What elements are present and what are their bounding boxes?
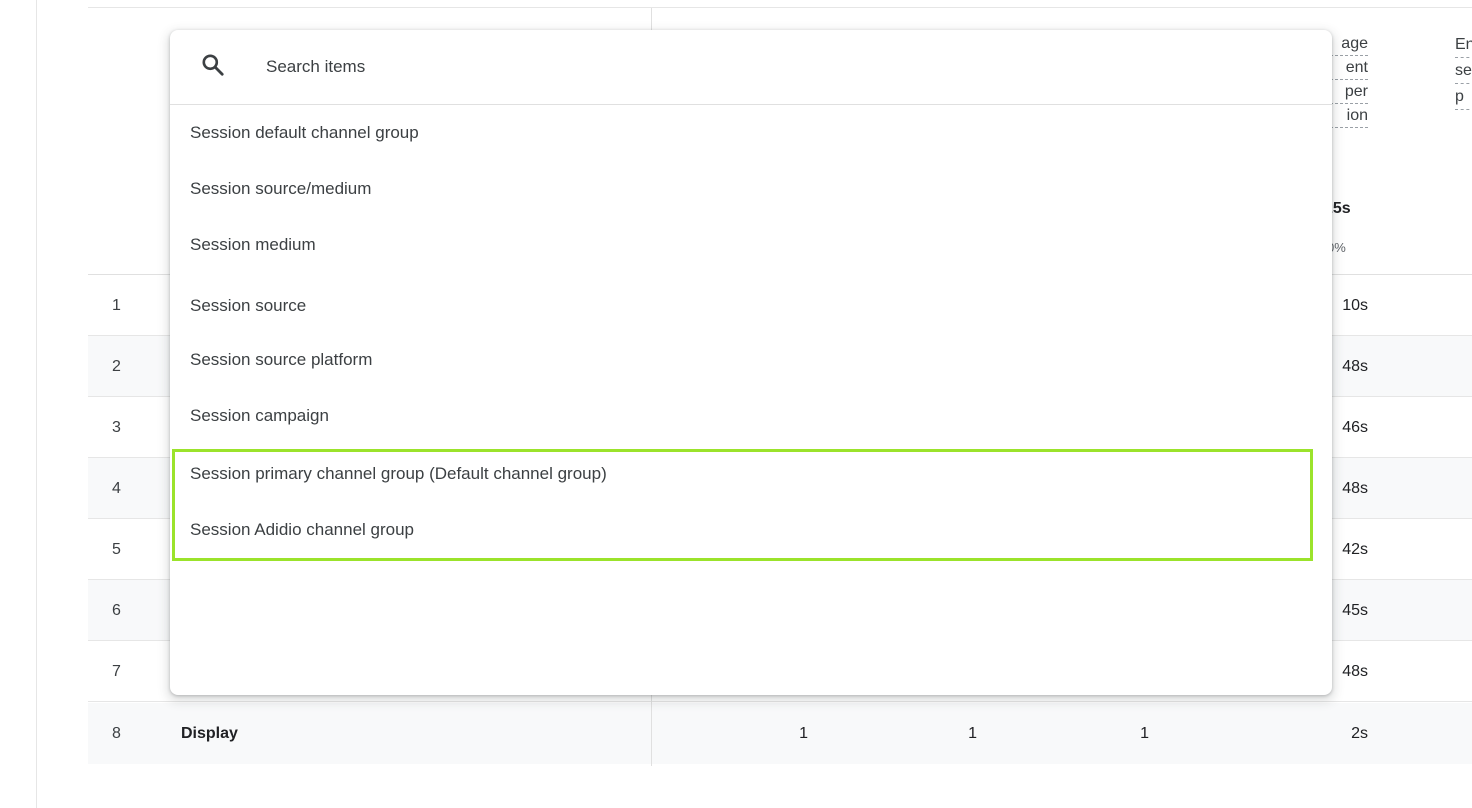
avg-engagement-cell: 48s bbox=[1342, 358, 1368, 375]
dropdown-item-session-adidio-channel-group[interactable]: Session Adidio channel group bbox=[190, 520, 414, 539]
search-bar bbox=[170, 30, 1332, 105]
column-header-engaged-sessions[interactable]: En se p bbox=[1455, 32, 1472, 110]
row-number: 3 bbox=[112, 419, 121, 436]
table-top-rule bbox=[88, 7, 1472, 8]
header-line: En bbox=[1455, 32, 1472, 58]
row-number: 7 bbox=[112, 663, 121, 680]
table-row[interactable]: 7 48s bbox=[88, 641, 1472, 702]
dropdown-item-session-source-platform[interactable]: Session source platform bbox=[190, 350, 373, 369]
row-number: 1 bbox=[112, 297, 121, 314]
avg-engagement-cell: 46s bbox=[1342, 419, 1368, 436]
avg-engagement-cell: 42s bbox=[1342, 541, 1368, 558]
row-number: 8 bbox=[112, 725, 121, 742]
header-line: ent bbox=[1320, 56, 1368, 80]
row-number: 5 bbox=[112, 541, 121, 558]
column-header-avg-engagement[interactable]: age ent per ion bbox=[1320, 32, 1368, 128]
dropdown-item-session-source-medium[interactable]: Session source/medium bbox=[190, 179, 372, 198]
dropdown-item-session-campaign[interactable]: Session campaign bbox=[190, 406, 329, 425]
dropdown-item-session-medium[interactable]: Session medium bbox=[190, 235, 316, 254]
table-row[interactable]: 8 Display 1 1 1 2s bbox=[88, 703, 1472, 764]
avg-engagement-cell: 10s bbox=[1342, 297, 1368, 314]
engaged-sessions-cell: 1 bbox=[968, 725, 977, 742]
avg-engagement-cell: 45s bbox=[1342, 602, 1368, 619]
header-line: p bbox=[1455, 84, 1472, 110]
avg-engagement-cell: 48s bbox=[1342, 663, 1368, 680]
row-number: 2 bbox=[112, 358, 121, 375]
dropdown-item-session-primary-channel-group[interactable]: Session primary channel group (Default c… bbox=[190, 464, 607, 483]
dropdown-item-session-default-channel-group[interactable]: Session default channel group bbox=[190, 123, 419, 142]
header-line: per bbox=[1320, 80, 1368, 104]
header-line: se bbox=[1455, 58, 1472, 84]
search-input[interactable] bbox=[266, 50, 1066, 84]
users-cell: 1 bbox=[1140, 725, 1149, 742]
header-line: ion bbox=[1320, 104, 1368, 128]
channel-name-cell[interactable]: Display bbox=[181, 725, 238, 742]
left-panel-divider bbox=[36, 0, 37, 808]
dropdown-item-session-source[interactable]: Session source bbox=[190, 296, 307, 315]
avg-engagement-cell: 48s bbox=[1342, 480, 1368, 497]
header-line: age bbox=[1320, 32, 1368, 56]
row-number: 6 bbox=[112, 602, 121, 619]
dimension-dropdown: Session default channel group Session so… bbox=[170, 30, 1332, 695]
sessions-cell: 1 bbox=[799, 725, 808, 742]
search-icon bbox=[202, 54, 224, 76]
avg-engagement-cell: 2s bbox=[1351, 725, 1368, 742]
row-number: 4 bbox=[112, 480, 121, 497]
